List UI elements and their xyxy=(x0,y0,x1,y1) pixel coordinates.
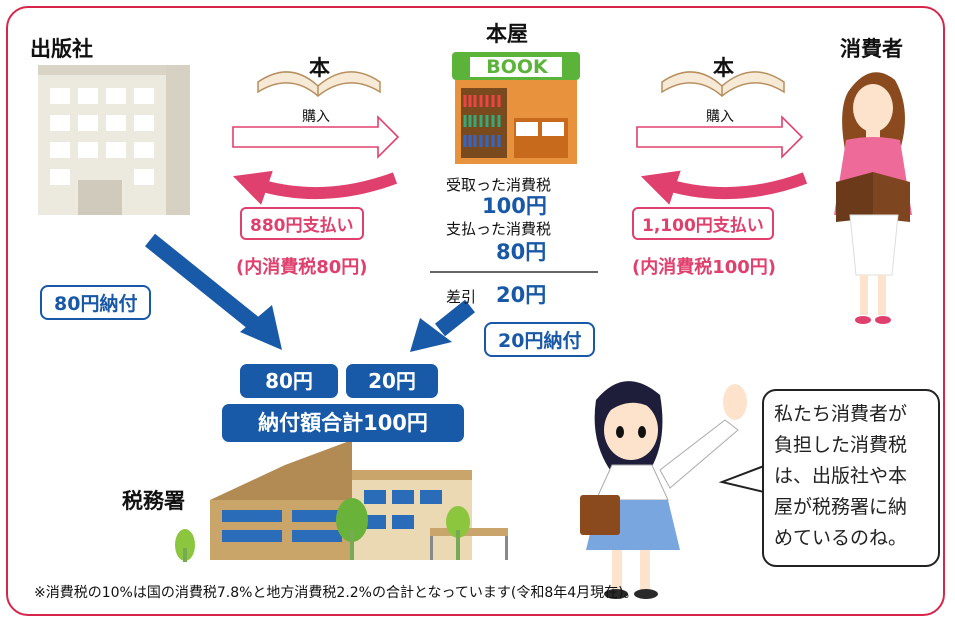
right-tax-note: (内消費税100円) xyxy=(632,257,777,278)
left-payment-box: 880円支払い xyxy=(240,207,364,240)
book-left-icon xyxy=(257,71,381,97)
store-sign: BOOK xyxy=(486,56,548,78)
tax-flow-arrow-publisher xyxy=(144,233,282,350)
difference-label: 差引 xyxy=(446,288,477,306)
book-left-label: 本 xyxy=(309,56,330,80)
speech-line: めているのね。 xyxy=(774,527,908,549)
book-right-icon xyxy=(661,71,785,97)
speech-line: は、出版社や本 xyxy=(774,465,908,487)
bookstore-label: 本屋 xyxy=(486,22,528,46)
speech-line: 負担した消費税 xyxy=(774,434,908,456)
right-payment-box: 1,100円支払い xyxy=(632,207,774,240)
received-tax-label: 受取った消費税 xyxy=(446,176,552,194)
diagram-frame xyxy=(6,6,945,616)
consumer-woman-icon xyxy=(834,72,912,324)
paid-tax-value: 80円 xyxy=(496,240,547,264)
bookstore-building-icon xyxy=(452,52,580,164)
consumer-label: 消費者 xyxy=(840,37,903,61)
speech-line: 屋が税務署に納 xyxy=(774,496,908,518)
paid-tax-label: 支払った消費税 xyxy=(446,220,552,238)
payment-arrow-left xyxy=(232,170,398,205)
total-part-publisher: 80円 xyxy=(240,364,338,398)
difference-value: 20円 xyxy=(496,283,547,307)
payment-arrow-right xyxy=(640,170,808,205)
speech-line: 私たち消費者が xyxy=(774,403,908,425)
book-right-label: 本 xyxy=(713,56,734,80)
publisher-pay-box: 80円納付 xyxy=(40,285,152,320)
publisher-building-icon xyxy=(38,65,190,215)
tax-flow-arrow-bookstore xyxy=(410,299,475,352)
store-pay-box: 20円納付 xyxy=(484,322,596,357)
purchase-left-label: 購入 xyxy=(302,109,330,125)
tax-office-building-icon xyxy=(175,440,508,562)
girl-icon xyxy=(580,381,747,599)
tax-office-label: 税務署 xyxy=(122,489,185,513)
purchase-arrow-right xyxy=(636,115,804,159)
purchase-right-label: 購入 xyxy=(706,109,734,125)
publisher-label: 出版社 xyxy=(30,37,93,61)
speech-bubble: 私たち消費者が 負担した消費税 は、出版社や本 屋が税務署に納 めているのね。 xyxy=(762,389,940,567)
footnote: ※消費税の10%は国の消費税7.8%と地方消費税2.2%の合計となっています(令… xyxy=(34,585,638,601)
total-part-store: 20円 xyxy=(346,364,438,398)
purchase-arrow-left xyxy=(232,115,400,159)
received-tax-value: 100円 xyxy=(482,194,547,218)
total-amount: 納付額合計100円 xyxy=(222,404,464,442)
left-tax-note: (内消費税80円) xyxy=(236,257,368,278)
